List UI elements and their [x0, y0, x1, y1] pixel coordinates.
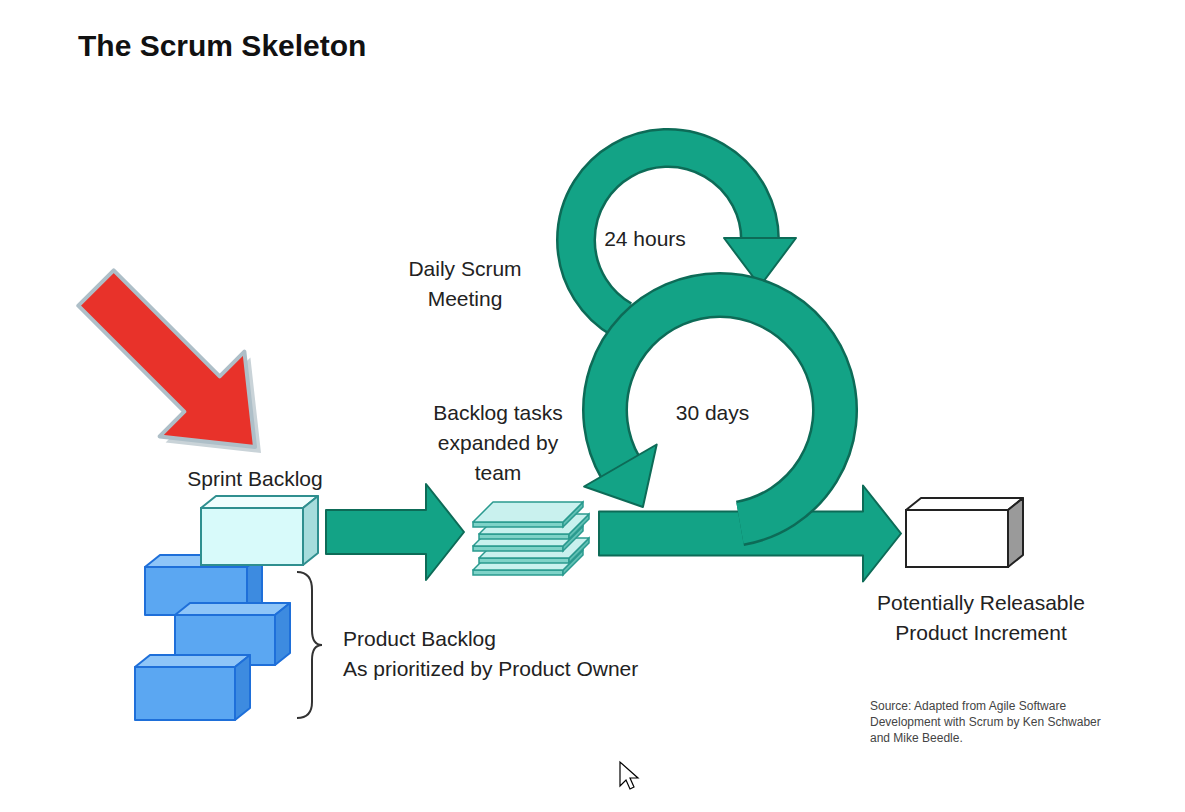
node-shape — [905, 496, 1027, 570]
meeting-label: Daily Scrum Meeting — [393, 254, 537, 314]
box-side — [235, 655, 250, 720]
loop-arrowhead — [584, 445, 657, 508]
node-shape — [200, 494, 320, 566]
box-top — [201, 496, 318, 508]
box-top — [906, 498, 1023, 510]
box-front — [906, 510, 1008, 567]
sprint-loop — [584, 295, 835, 523]
pointer-arrow-body — [78, 270, 255, 447]
product-increment-box: Potentially Releasable Product Increment — [850, 492, 1112, 652]
node-label: Sprint Backlog — [160, 464, 350, 494]
flow-arrow — [326, 484, 464, 580]
task-stack: Backlog tasks expanded by team — [420, 398, 600, 580]
box-side — [1008, 498, 1023, 567]
product-backlog-boxes — [135, 555, 290, 720]
box-side — [275, 603, 290, 665]
box-front — [201, 508, 303, 565]
node-label: Backlog tasks expanded by team — [423, 398, 573, 488]
sheet-top — [473, 502, 583, 522]
box-side — [303, 496, 318, 565]
node-text-block: Sprint Backlog — [160, 464, 350, 494]
node-label: Potentially Releasable Product Increment — [850, 588, 1112, 648]
sprint-backlog-box: Sprint Backlog — [160, 464, 350, 570]
bracket — [297, 572, 322, 718]
backlog-note: As prioritized by Product Owner — [343, 654, 693, 684]
source-caption: Source: Adapted from Agile Software Deve… — [870, 698, 1110, 746]
node-text-block: Backlog tasks expanded by team — [423, 398, 573, 488]
box-top — [175, 603, 290, 615]
backlog-label: Product Backlog — [343, 624, 673, 654]
pointer-arrow — [78, 270, 261, 453]
box-top — [135, 655, 250, 667]
mouse-cursor — [620, 762, 638, 789]
diagram-title: The Scrum Skeleton — [78, 28, 366, 64]
node-shape — [468, 490, 593, 578]
cycle-label: 24 hours — [590, 224, 700, 254]
cycle-label: 30 days — [650, 398, 775, 428]
node-text-block: Potentially Releasable Product Increment — [850, 588, 1112, 648]
box-front — [135, 667, 235, 720]
